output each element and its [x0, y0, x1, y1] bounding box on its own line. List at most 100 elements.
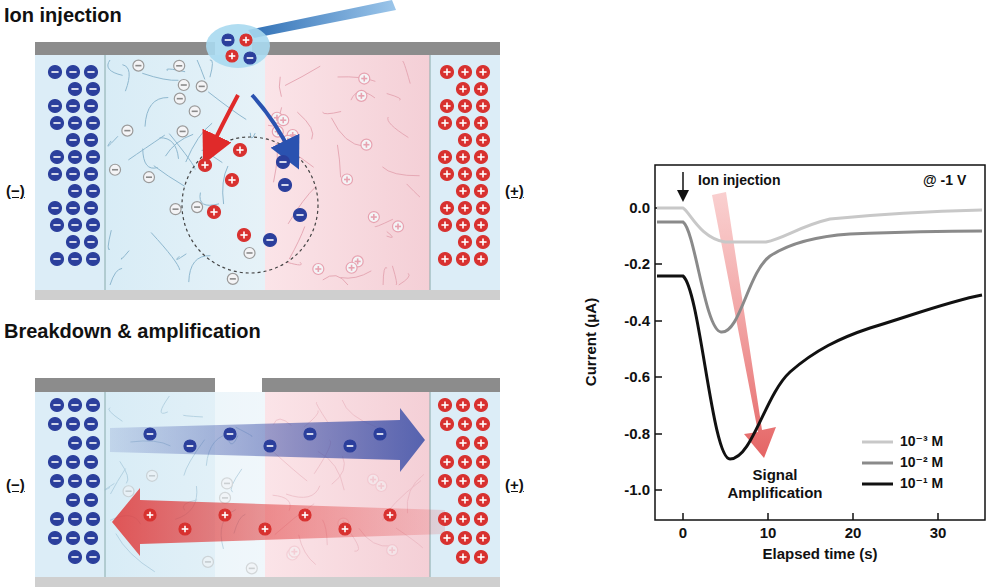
ion-sign: [266, 239, 273, 241]
ion-symbol: [67, 66, 80, 79]
ion-sign: [482, 420, 484, 427]
ion-sign: [464, 458, 466, 465]
ion-sign: [87, 105, 94, 107]
ion-symbol: [192, 202, 203, 213]
ion-sign: [53, 258, 60, 260]
ion-sign: [126, 490, 132, 492]
ion-sign: [69, 499, 76, 501]
ion-symbol: [457, 513, 470, 526]
polymer-chain: [286, 486, 320, 498]
ion-sign: [89, 122, 96, 124]
ion-symbol: [457, 83, 470, 96]
ion-sign: [480, 515, 482, 522]
ion-sign: [69, 173, 76, 175]
ion-sign: [249, 568, 255, 570]
ion-symbol: [477, 532, 490, 545]
polymer-chain: [183, 415, 203, 417]
ion-sign: [347, 445, 354, 447]
ion-sign: [89, 258, 96, 260]
ion-sign: [230, 278, 236, 280]
ion-sign: [462, 553, 464, 560]
ion-symbol: [179, 523, 191, 535]
ion-symbol: [244, 52, 256, 64]
ion-symbol: [346, 262, 357, 273]
ion-sign: [71, 258, 78, 260]
polymer-chain: [165, 134, 193, 156]
ion-sign: [87, 537, 94, 539]
ion-symbol: [51, 219, 64, 232]
ion-sign: [307, 433, 314, 435]
ion-symbol: [85, 100, 98, 113]
ion-sign: [213, 208, 215, 215]
polymer-chain: [151, 232, 180, 269]
ion-sign: [87, 499, 94, 501]
ion-symbol: [439, 117, 452, 130]
ion-symbol: [51, 513, 64, 526]
ion-sign: [351, 265, 353, 271]
ion-sign: [53, 224, 60, 226]
ion-sign: [71, 404, 78, 406]
ion-symbol: [87, 475, 100, 488]
ion-symbol: [67, 100, 80, 113]
ion-symbol: [439, 219, 452, 232]
ion-sign: [462, 255, 464, 262]
ion-symbol: [277, 156, 290, 169]
ion-sign: [296, 214, 303, 216]
ion-symbol: [87, 399, 100, 412]
ion-sign: [51, 537, 58, 539]
ion-symbol: [459, 168, 472, 181]
ion-sign: [224, 512, 226, 519]
ion-sign: [444, 401, 446, 408]
ion-sign: [243, 231, 245, 238]
ion-sign: [194, 206, 200, 208]
chart-label: (+): [505, 182, 524, 199]
ion-symbol: [85, 168, 98, 181]
ion-sign: [482, 458, 484, 465]
ion-symbol: [477, 202, 490, 215]
ion-symbol: [49, 532, 62, 545]
ion-symbol: [457, 185, 470, 198]
ion-sign: [482, 238, 484, 245]
ion-symbol: [459, 100, 472, 113]
ion-symbol: [475, 151, 488, 164]
ion-symbol: [85, 134, 98, 147]
polymer-chain: [143, 149, 158, 169]
ion-symbol: [457, 151, 470, 164]
ion-sign: [462, 221, 464, 228]
ion-sign: [51, 105, 58, 107]
polymer-chain: [108, 136, 118, 146]
ion-symbol: [457, 551, 470, 564]
ion-sign: [373, 214, 375, 220]
ion-sign: [346, 176, 348, 182]
ion-symbol: [459, 456, 472, 469]
ion-sign: [480, 187, 482, 194]
ion-sign: [71, 190, 78, 192]
ion-symbol: [459, 532, 472, 545]
ion-symbol: [67, 236, 80, 249]
ion-sign: [482, 68, 484, 75]
polymer-chain: [392, 266, 396, 285]
polymer-chain: [331, 118, 364, 147]
ion-sign: [397, 223, 399, 229]
ion-symbol: [459, 236, 472, 249]
ion-symbol: [227, 273, 238, 284]
ion-symbol: [177, 126, 188, 137]
ion-sign: [246, 252, 252, 254]
ion-sign: [87, 423, 94, 425]
device-top: [35, 0, 500, 300]
ion-symbol: [441, 202, 454, 215]
chart-label: (−): [6, 182, 25, 199]
ion-sign: [192, 111, 198, 113]
ion-symbol: [238, 229, 251, 242]
ion-symbol: [67, 168, 80, 181]
tick-label: 20: [845, 524, 862, 541]
ion-symbol: [208, 206, 221, 219]
chart-label: Ion injection: [698, 172, 780, 188]
ion-symbol: [475, 219, 488, 232]
ion-sign: [53, 156, 60, 158]
ion-sign: [446, 68, 448, 75]
polymer-chain: [200, 193, 219, 206]
ion-symbol: [85, 456, 98, 469]
ion-sign: [464, 204, 466, 211]
ion-sign: [377, 433, 384, 435]
